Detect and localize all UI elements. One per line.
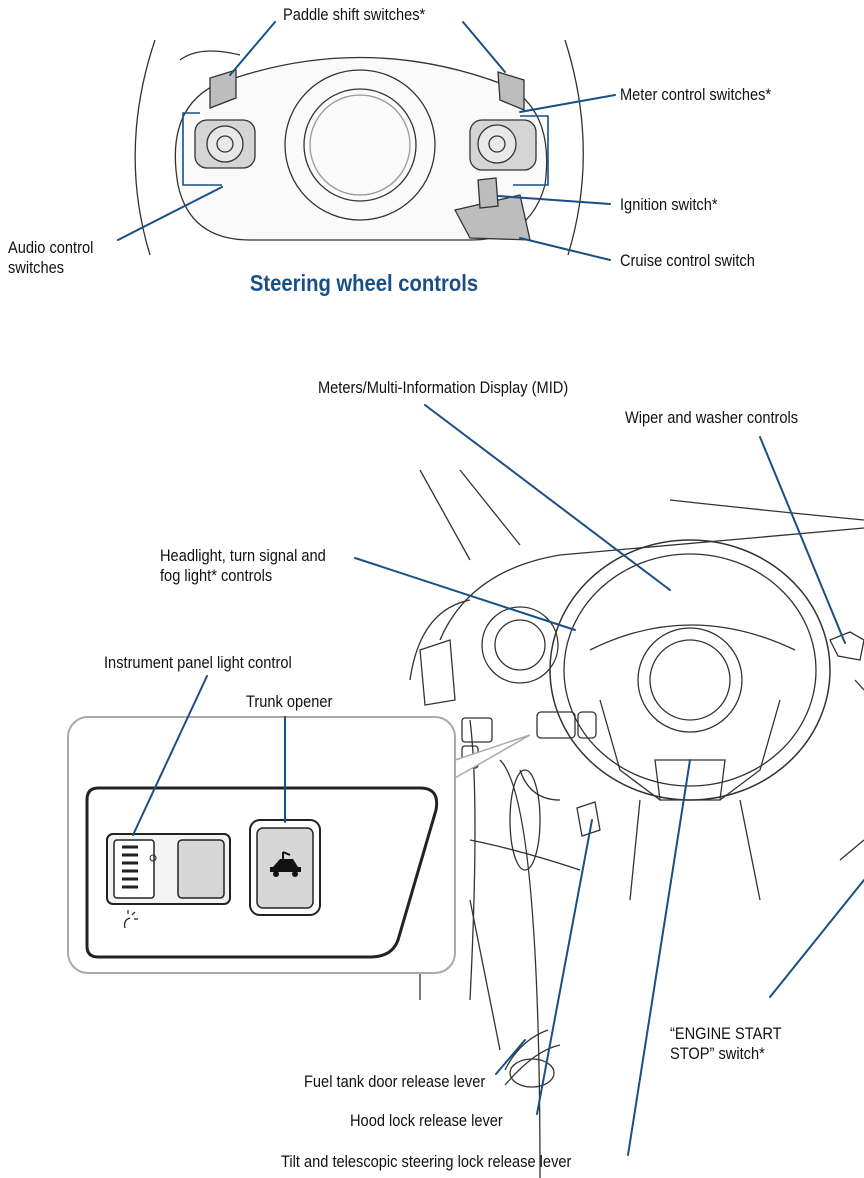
meter-switch-cluster xyxy=(469,119,537,171)
trunk-opener-button xyxy=(249,819,321,916)
label-cruise-control: Cruise control switch xyxy=(620,251,755,270)
audio-switch-cluster xyxy=(194,119,256,169)
label-hood-lock-lever: Hood lock release lever xyxy=(350,1111,503,1130)
switch-brackets xyxy=(182,112,549,186)
leader-lines xyxy=(117,21,864,1156)
dashboard-drawing xyxy=(409,469,864,1178)
label-engine-start-stop: “ENGINE START STOP” switch* xyxy=(670,1024,782,1063)
label-meters-mid: Meters/Multi-Information Display (MID) xyxy=(318,378,569,397)
label-fuel-tank-lever: Fuel tank door release lever xyxy=(304,1072,486,1091)
steering-wheel-closeup xyxy=(134,39,584,256)
instrument-panel-inset xyxy=(67,716,531,974)
label-paddle-shift: Paddle shift switches* xyxy=(283,5,426,24)
steering-wheel-heading: Steering wheel controls xyxy=(249,270,479,296)
label-headlight-controls: Headlight, turn signal and fog light* co… xyxy=(160,546,326,585)
label-trunk-opener: Trunk opener xyxy=(246,692,333,711)
label-tilt-telescopic-lever: Tilt and telescopic steering lock releas… xyxy=(281,1152,572,1171)
label-ignition-switch: Ignition switch* xyxy=(620,195,718,214)
label-audio-control: Audio control switches xyxy=(8,238,94,277)
sunburst-dimmer-icon xyxy=(123,910,138,929)
label-wiper-washer: Wiper and washer controls xyxy=(625,408,799,427)
label-panel-light-control: Instrument panel light control xyxy=(104,653,292,672)
label-meter-control: Meter control switches* xyxy=(620,85,772,104)
panel-light-dimmer xyxy=(106,833,231,905)
